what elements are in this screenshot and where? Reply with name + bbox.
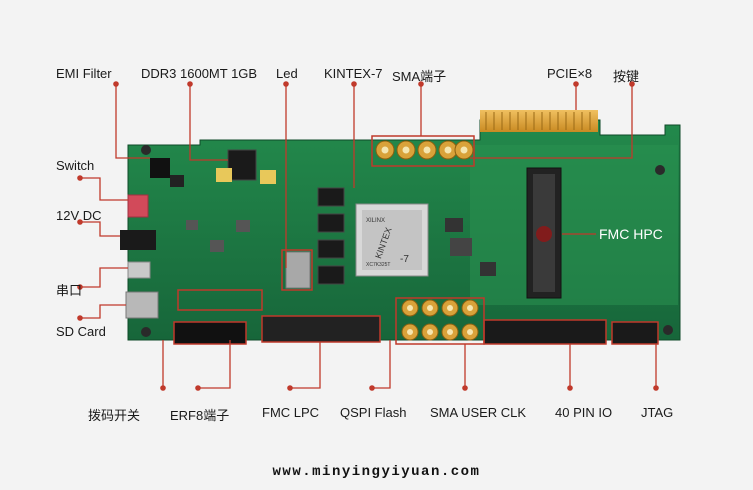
label-sma-user-clk: SMA USER CLK: [430, 405, 527, 420]
sma-connectors-top: [371, 135, 475, 167]
label-fmc-lpc: FMC LPC: [262, 405, 320, 420]
fpga-chip: XILINX KINTEX -7 XC7K325T: [355, 203, 429, 277]
misc-components: [120, 158, 496, 319]
callout-dots: [77, 81, 659, 391]
label-12v-dc: 12V DC: [56, 208, 102, 223]
label-erf8-port: ERF8端子: [170, 408, 230, 423]
label-button: 按键: [613, 69, 640, 84]
label-emi-filter: EMI Filter: [56, 66, 112, 81]
label-sd-card: SD Card: [56, 324, 106, 339]
label-pcie: PCIE×8: [547, 66, 593, 81]
chip-suffix: -7: [400, 254, 409, 265]
label-led: Led: [276, 66, 298, 81]
bottom-connectors: [173, 249, 659, 345]
label-40pin-io: 40 PIN IO: [555, 405, 613, 420]
label-sma-port: SMA端子: [392, 69, 447, 84]
label-kintex7: KINTEX-7: [324, 66, 383, 81]
chip-brand: XILINX: [366, 218, 385, 224]
label-switch: Switch: [56, 158, 95, 173]
sma-user-clk-connectors: [401, 299, 479, 341]
label-dip-switch: 拨码开关: [88, 408, 141, 423]
chip-part: XC7K325T: [366, 262, 390, 268]
label-jtag: JTAG: [641, 405, 674, 420]
fmc-hpc-connector: [526, 167, 562, 299]
label-fmc-hpc: FMC HPC: [599, 226, 663, 242]
ddr3-memory-chips: [227, 149, 345, 285]
label-qspi-flash: QSPI Flash: [340, 405, 407, 420]
label-ddr3: DDR3 1600MT 1GB: [141, 66, 258, 81]
callout-lines: [80, 84, 657, 389]
watermark-url: www.minyingyiyuan.com: [272, 464, 481, 480]
pcie-edge-connector: [480, 110, 598, 132]
label-serial-port: 串口: [56, 283, 83, 298]
